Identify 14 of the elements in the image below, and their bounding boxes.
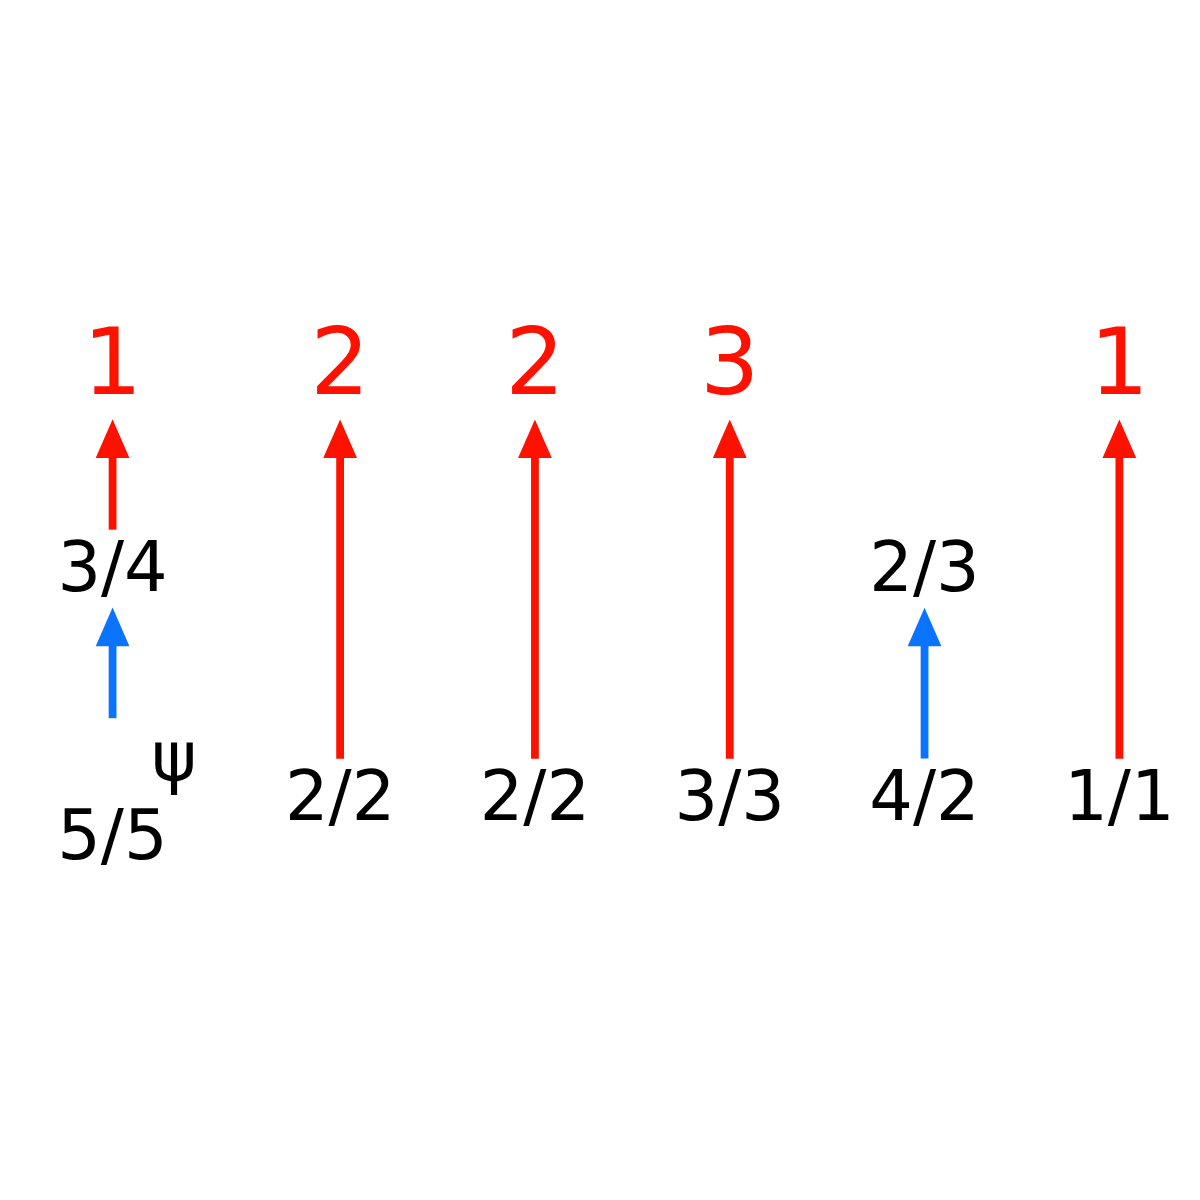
node-text: 2 [505, 307, 565, 417]
node-text: 2 [310, 307, 370, 417]
node-text: 3/4 [57, 526, 168, 607]
node-text: 5/5 [57, 795, 168, 876]
node-text: 1 [82, 307, 143, 417]
node-text: 1/1 [1064, 756, 1175, 837]
node-text: 1 [1089, 307, 1150, 417]
node-label: ψ [151, 717, 197, 798]
node-text: 2/2 [284, 756, 396, 837]
node-text: 3 [700, 307, 760, 417]
node-text: 4/2 [869, 756, 980, 837]
node-text: 2/2 [479, 756, 591, 837]
node-text: 3/3 [674, 756, 785, 837]
node-text: 2/3 [869, 526, 980, 607]
